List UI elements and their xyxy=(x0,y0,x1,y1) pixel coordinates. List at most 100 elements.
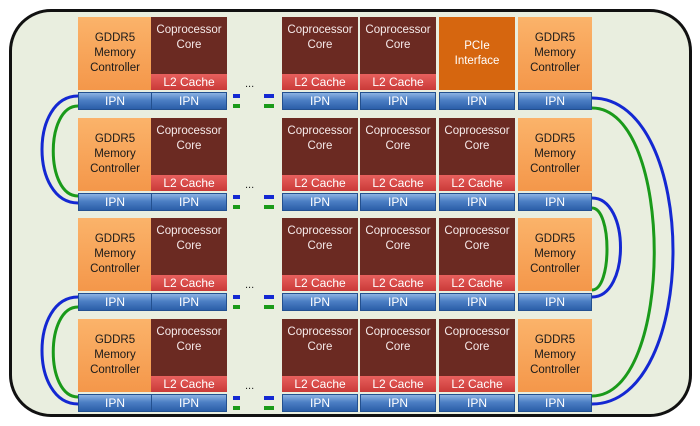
l2-cache-label: L2 Cache xyxy=(163,74,215,89)
ring-wire-right-blue xyxy=(591,96,675,406)
ellipsis: ... xyxy=(245,179,255,191)
l2-cache-label: L2 Cache xyxy=(372,376,424,391)
ipn-node-label: IPN xyxy=(309,93,330,108)
coprocessor-core-line: Core xyxy=(307,39,333,51)
l2-cache: L2 Cache xyxy=(439,376,515,392)
ring-wire-left-green xyxy=(51,104,79,198)
memory-controller-line: Controller xyxy=(90,364,140,376)
ipn-node: IPN xyxy=(518,293,592,311)
ipn-node: IPN xyxy=(518,193,592,211)
ipn-node: IPN xyxy=(78,293,152,311)
l2-cache-label: L2 Cache xyxy=(372,175,424,190)
ipn-node-label: IPN xyxy=(104,294,125,309)
ring-gap-segment xyxy=(233,406,240,410)
l2-cache-label: L2 Cache xyxy=(294,74,346,89)
memory-controller-line: GDDR5 xyxy=(534,334,576,346)
ipn-node-label: IPN xyxy=(544,395,565,410)
ipn-node: IPN xyxy=(360,92,436,110)
ring-wire-right-green xyxy=(591,206,609,292)
ipn-node-label: IPN xyxy=(387,194,408,209)
coprocessor-core-line: Core xyxy=(176,140,202,152)
ring-gap-segment xyxy=(233,104,240,108)
pcie-interface-line: Interface xyxy=(454,54,500,67)
ring-gap-segment xyxy=(264,94,274,98)
ipn-node-label: IPN xyxy=(544,93,565,108)
coprocessor-core-line: Core xyxy=(307,341,333,353)
memory-controller-line: Memory xyxy=(534,349,576,361)
ipn-node: IPN xyxy=(151,193,227,211)
ellipsis: ... xyxy=(245,380,255,392)
ring-gap-segment xyxy=(233,205,240,209)
l2-cache: L2 Cache xyxy=(282,74,358,90)
ipn-node: IPN xyxy=(439,92,515,110)
ring-gap-segment xyxy=(264,195,274,199)
ipn-node: IPN xyxy=(439,193,515,211)
l2-cache-label: L2 Cache xyxy=(163,275,215,290)
coprocessor-core-line: Core xyxy=(385,39,411,51)
ipn-node: IPN xyxy=(151,394,227,412)
l2-cache-label: L2 Cache xyxy=(451,376,503,391)
l2-cache: L2 Cache xyxy=(360,74,436,90)
memory-controller-line: GDDR5 xyxy=(534,32,576,44)
l2-cache-label: L2 Cache xyxy=(163,175,215,190)
ipn-node: IPN xyxy=(282,193,358,211)
l2-cache: L2 Cache xyxy=(151,74,227,90)
ring-gap-segment xyxy=(264,295,274,299)
coprocessor-core-line: Core xyxy=(176,341,202,353)
coprocessor-core-line: Core xyxy=(385,140,411,152)
ring-wire-left-blue xyxy=(40,295,79,406)
l2-cache: L2 Cache xyxy=(282,275,358,291)
coprocessor-core-line: Coprocessor xyxy=(287,24,353,36)
ring-gap-segment xyxy=(264,406,274,410)
ring-gap-segment xyxy=(264,396,274,400)
coprocessor-core-line: Core xyxy=(176,39,202,51)
memory-controller-line: GDDR5 xyxy=(94,32,136,44)
ellipsis: ... xyxy=(245,78,255,90)
ring-gap-segment xyxy=(233,295,240,299)
ipn-node: IPN xyxy=(360,394,436,412)
l2-cache: L2 Cache xyxy=(151,175,227,191)
memory-controller-line: GDDR5 xyxy=(534,233,576,245)
coprocessor-core-line: Coprocessor xyxy=(156,24,222,36)
l2-cache: L2 Cache xyxy=(439,275,515,291)
ipn-node-label: IPN xyxy=(104,93,125,108)
memory-controller-line: GDDR5 xyxy=(94,233,136,245)
coprocessor-core-line: Coprocessor xyxy=(287,225,353,237)
l2-cache: L2 Cache xyxy=(439,175,515,191)
ring-wire-left-blue xyxy=(40,94,79,205)
ipn-node-label: IPN xyxy=(309,395,330,410)
coprocessor-core-line: Coprocessor xyxy=(444,225,510,237)
ipn-node-label: IPN xyxy=(178,93,199,108)
ipn-node-label: IPN xyxy=(178,194,199,209)
ipn-node-label: IPN xyxy=(309,294,330,309)
ipn-node-label: IPN xyxy=(309,194,330,209)
memory-controller-line: Memory xyxy=(94,248,136,260)
coprocessor-core-line: Coprocessor xyxy=(365,24,431,36)
memory-controller-line: Controller xyxy=(90,62,140,74)
pcie-interface-line: PCIe xyxy=(464,39,490,52)
l2-cache: L2 Cache xyxy=(282,376,358,392)
coprocessor-core-line: Core xyxy=(307,140,333,152)
l2-cache-label: L2 Cache xyxy=(294,376,346,391)
ipn-node: IPN xyxy=(360,193,436,211)
coprocessor-core-line: Core xyxy=(464,240,490,252)
l2-cache: L2 Cache xyxy=(151,376,227,392)
memory-controller-line: Memory xyxy=(534,248,576,260)
memory-controller-line: Memory xyxy=(94,148,136,160)
l2-cache: L2 Cache xyxy=(360,275,436,291)
ipn-node-label: IPN xyxy=(104,194,125,209)
memory-controller-line: Controller xyxy=(530,62,580,74)
ipn-node: IPN xyxy=(282,293,358,311)
memory-controller-line: Controller xyxy=(530,263,580,275)
memory-controller-line: GDDR5 xyxy=(94,133,136,145)
coprocessor-core-line: Coprocessor xyxy=(156,225,222,237)
